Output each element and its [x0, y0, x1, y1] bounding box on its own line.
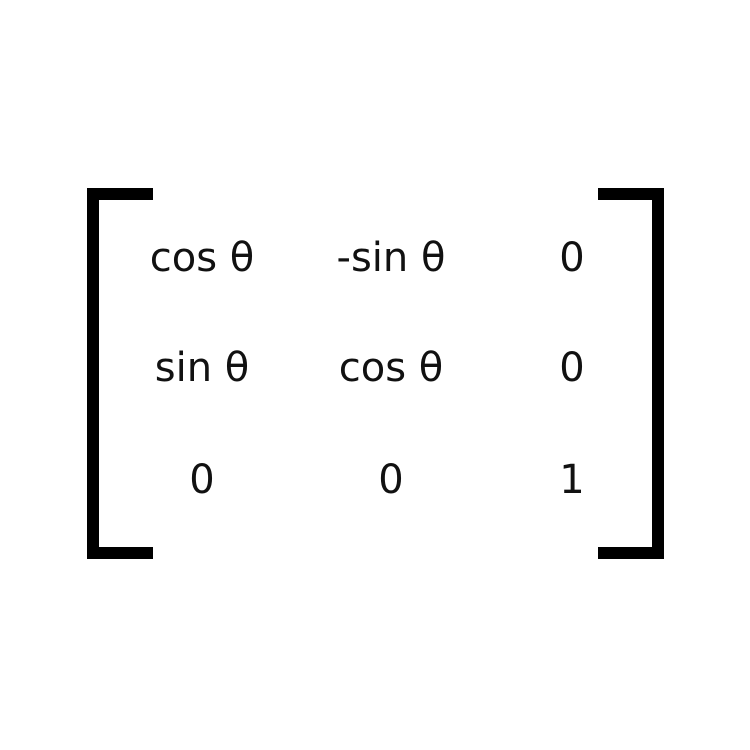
matrix-cell-r3-c3: 1 — [559, 457, 585, 503]
matrix-cell-r1-c3: 0 — [559, 235, 585, 281]
right-bracket — [598, 188, 664, 559]
matrix-cell-r3-c2: 0 — [378, 457, 404, 503]
matrix-cell-r3-c1: 0 — [189, 457, 215, 503]
matrix-cell-r2-c1: sin θ — [154, 345, 250, 391]
left-bracket — [87, 188, 153, 559]
matrix-cell-r2-c3: 0 — [559, 345, 585, 391]
matrix-cell-r1-c2: -sin θ — [336, 235, 446, 281]
matrix-cell-r2-c2: cos θ — [338, 345, 444, 391]
matrix-cell-r1-c1: cos θ — [149, 235, 255, 281]
